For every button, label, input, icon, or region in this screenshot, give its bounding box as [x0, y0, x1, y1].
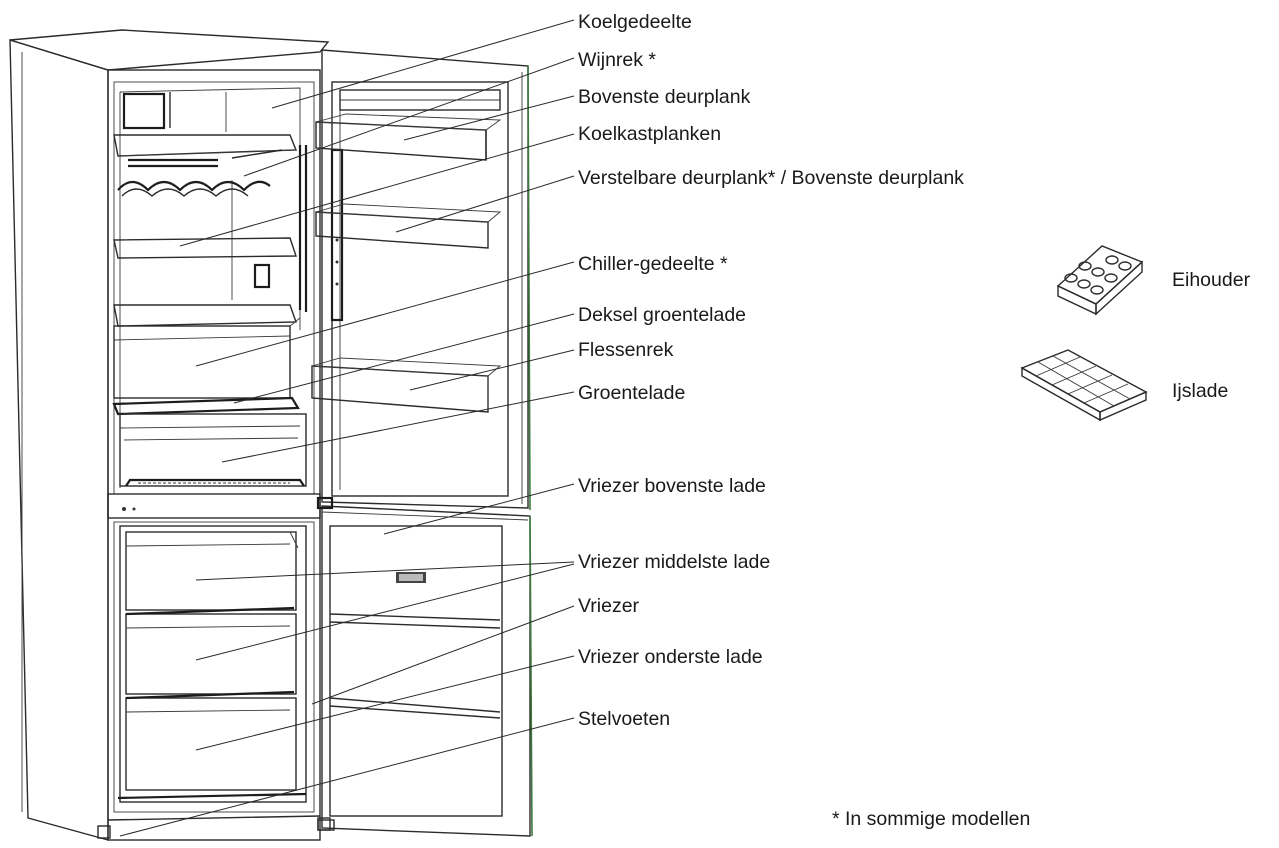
upper-door-shelf-drawing	[315, 113, 502, 161]
chiller-drawer-drawing	[113, 317, 301, 399]
fridge-cabinet	[9, 29, 331, 841]
egg-holder-drawing	[1056, 245, 1144, 316]
label-freezer-middle-drawer: Vriezer middelste lade	[578, 551, 770, 573]
freezer-drawers-drawing	[125, 531, 299, 791]
label-freezer: Vriezer	[578, 595, 640, 617]
vegetable-drawer-drawing	[119, 413, 307, 487]
fridge-door	[298, 49, 531, 511]
label-koelgedeelte: Koelgedeelte	[578, 11, 692, 33]
label-ice-tray: Ijslade	[1172, 380, 1228, 402]
wine-rack-drawing	[117, 149, 283, 197]
label-egg-holder: Eihouder	[1172, 269, 1251, 291]
footnote: * In sommige modellen	[832, 808, 1030, 830]
label-chiller-compartment: Chiller-gedeelte *	[578, 253, 728, 275]
leader-lines	[119, 19, 575, 837]
freezer-door	[316, 496, 533, 837]
label-fridge-shelves: Koelkastplanken	[578, 123, 721, 145]
part-labels: Koelgedeelte Wijnrek * Bovenste deurplan…	[578, 11, 1251, 830]
label-freezer-top-drawer: Vriezer bovenste lade	[578, 475, 766, 497]
label-upper-door-shelf: Bovenste deurplank	[578, 86, 751, 108]
label-wine-rack: Wijnrek *	[578, 49, 656, 71]
ice-tray-drawing	[1020, 349, 1148, 422]
label-adjustable-feet: Stelvoeten	[578, 708, 670, 730]
adjustable-door-shelf-drawing	[315, 203, 502, 249]
label-vegetable-drawer-cover: Deksel groentelade	[578, 304, 746, 326]
label-bottle-rack: Flessenrek	[578, 339, 674, 361]
label-adjustable-door-shelf: Verstelbare deurplank* / Bovenste deurpl…	[578, 167, 964, 189]
label-vegetable-drawer: Groentelade	[578, 382, 685, 404]
label-freezer-bottom-drawer: Vriezer onderste lade	[578, 646, 763, 668]
bottle-rack-drawing	[311, 357, 502, 413]
